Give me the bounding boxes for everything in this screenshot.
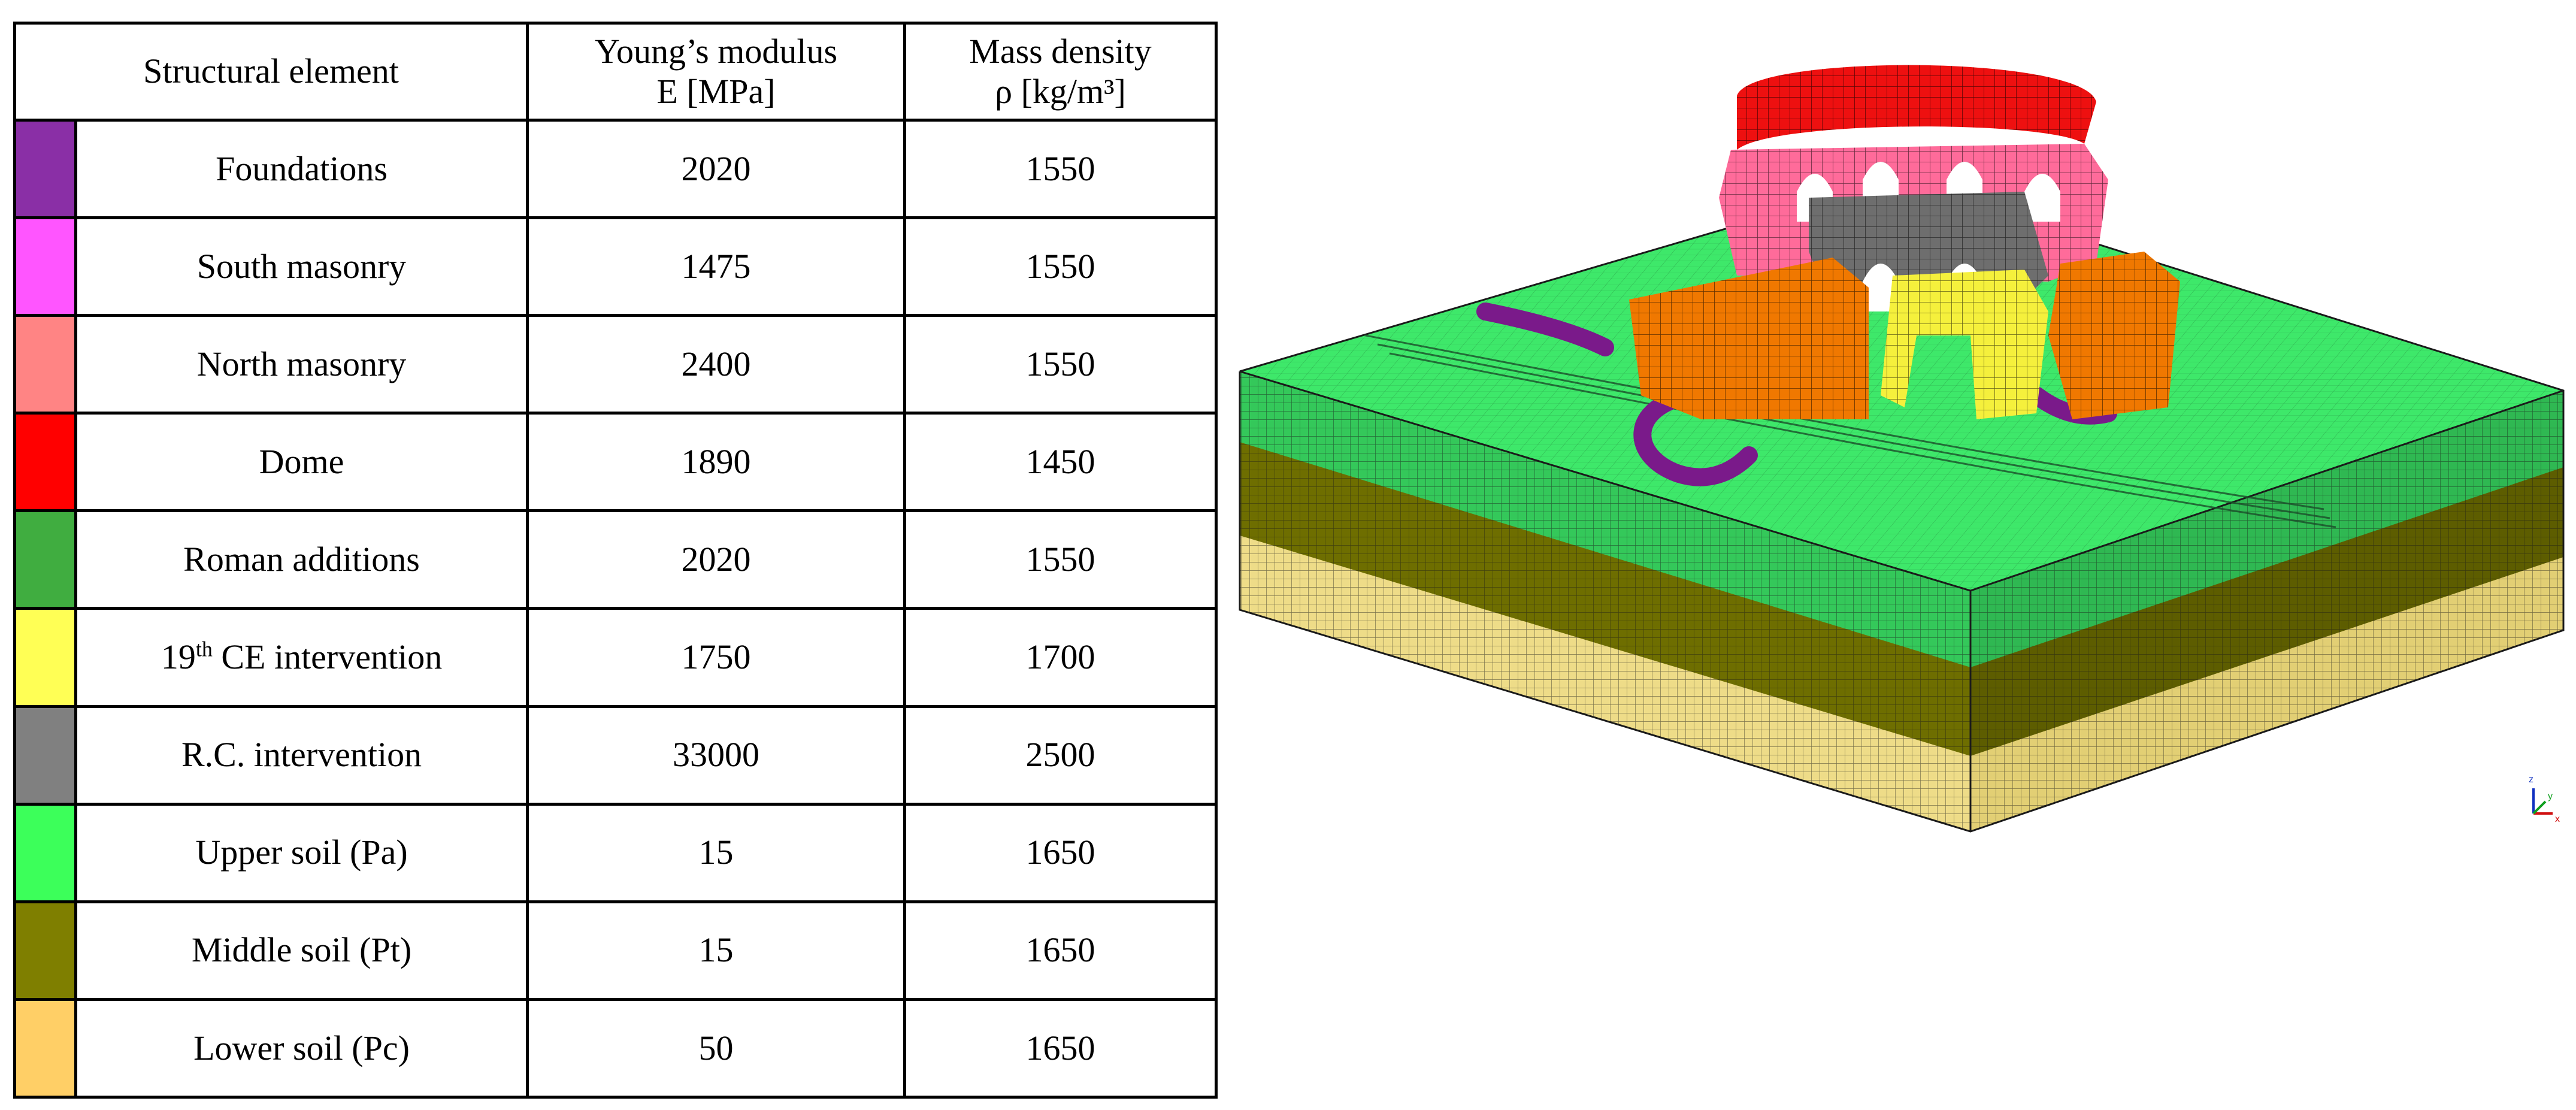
table-row: 19th CE intervention 1750 1700 — [13, 607, 1218, 708]
cell-modulus: 33000 — [526, 704, 907, 806]
red-dome-mesh — [1737, 65, 2096, 150]
color-swatch — [13, 900, 77, 1001]
soil-side-mesh-right — [1970, 391, 2563, 831]
cell-element: Dome — [74, 412, 529, 513]
element-suffix: CE intervention — [212, 637, 443, 677]
table-row: North masonry 2400 1550 — [13, 314, 1218, 415]
cell-element: Roman additions — [74, 509, 529, 610]
cell-density: 1700 — [903, 607, 1218, 708]
element-prefix: 19 — [161, 637, 196, 677]
cell-density: 1650 — [903, 802, 1218, 903]
cell-element: South masonry — [74, 216, 529, 317]
cell-element: R.C. intervention — [74, 704, 529, 806]
cell-density: 1550 — [903, 314, 1218, 415]
fe-model-illustration: z x y — [1239, 65, 2565, 833]
cell-density: 1650 — [903, 900, 1218, 1001]
cell-modulus: 2020 — [526, 118, 907, 220]
yellow-intervention-mesh — [1881, 270, 2048, 419]
cell-element: Upper soil (Pa) — [74, 802, 529, 903]
table-row: South masonry 1475 1550 — [13, 216, 1218, 317]
header-modulus-name: Young’s modulus — [594, 31, 838, 71]
cell-element: Middle soil (Pt) — [74, 900, 529, 1001]
header-density-unit: ρ [kg/m³] — [995, 71, 1126, 111]
color-swatch — [13, 216, 77, 317]
cell-modulus: 15 — [526, 900, 907, 1001]
table-row: Middle soil (Pt) 15 1650 — [13, 900, 1218, 1001]
axis-label-z: z — [2529, 775, 2533, 785]
header-modulus-unit: E [MPa] — [656, 71, 776, 111]
cell-element: Lower soil (Pc) — [74, 997, 529, 1099]
orange-walls-mesh-right — [2048, 252, 2180, 419]
color-swatch — [13, 412, 77, 513]
header-structural-element: Structural element — [13, 22, 529, 122]
cell-modulus: 50 — [526, 997, 907, 1099]
table-row: Dome 1890 1450 — [13, 412, 1218, 513]
cell-density: 1450 — [903, 412, 1218, 513]
header-density-name: Mass density — [969, 31, 1152, 71]
color-swatch — [13, 802, 77, 903]
cell-density: 1550 — [903, 118, 1218, 220]
cell-element: 19th CE intervention — [74, 607, 529, 708]
orange-walls-mesh-left — [1629, 258, 1869, 419]
table-header-row: Structural element Young’s modulus E [MP… — [13, 22, 1218, 122]
material-properties-table: Structural element Young’s modulus E [MP… — [13, 22, 1218, 1099]
table-row: Foundations 2020 1550 — [13, 118, 1218, 220]
table-row: R.C. intervention 33000 2500 — [13, 704, 1218, 806]
color-swatch — [13, 997, 77, 1099]
table-row: Lower soil (Pc) 50 1650 — [13, 997, 1218, 1099]
cell-density: 2500 — [903, 704, 1218, 806]
color-swatch — [13, 607, 77, 708]
cell-modulus: 2400 — [526, 314, 907, 415]
color-swatch — [13, 118, 77, 220]
color-swatch — [13, 509, 77, 610]
cell-density: 1550 — [903, 216, 1218, 317]
table-row: Roman additions 2020 1550 — [13, 509, 1218, 610]
cell-modulus: 1475 — [526, 216, 907, 317]
element-superscript: th — [195, 637, 213, 661]
cell-modulus: 1750 — [526, 607, 907, 708]
cell-element: Foundations — [74, 118, 529, 220]
axis-label-y: y — [2548, 791, 2553, 802]
soil-side-mesh-left — [1240, 371, 1970, 831]
header-mass-density: Mass density ρ [kg/m³] — [903, 22, 1218, 122]
cell-element: North masonry — [74, 314, 529, 415]
color-swatch — [13, 704, 77, 806]
cell-modulus: 15 — [526, 802, 907, 903]
cell-density: 1650 — [903, 997, 1218, 1099]
cell-modulus: 1890 — [526, 412, 907, 513]
cell-modulus: 2020 — [526, 509, 907, 610]
header-youngs-modulus: Young’s modulus E [MPa] — [526, 22, 907, 122]
table-row: Upper soil (Pa) 15 1650 — [13, 802, 1218, 903]
color-swatch — [13, 314, 77, 415]
tunnel-lines — [1365, 334, 2336, 528]
axis-triad: z x y — [2529, 775, 2560, 824]
axis-label-x: x — [2555, 814, 2560, 824]
cell-density: 1550 — [903, 509, 1218, 610]
